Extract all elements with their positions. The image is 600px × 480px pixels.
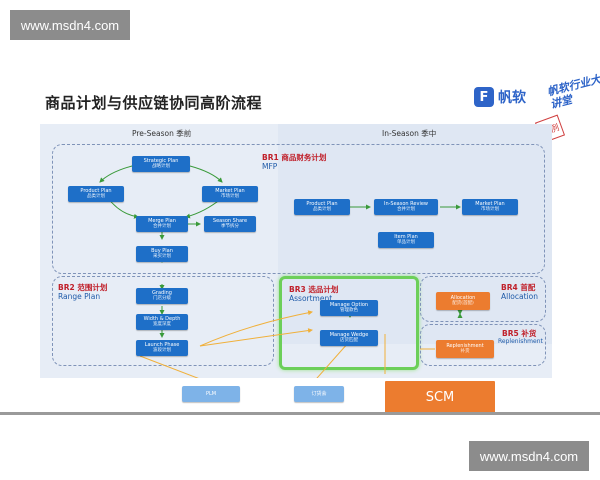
node-manage-option[interactable]: Manage Option 管理款色	[320, 300, 378, 316]
node-manage-wedge-zh: 店货匹配	[340, 338, 358, 343]
node-allocation[interactable]: Allocation 配货(首配)	[436, 292, 490, 310]
br4-title: BR4 首配	[501, 283, 536, 292]
watermark-bottom: www.msdn4.com	[469, 441, 589, 471]
node-market-plan-pre-zh: 市场计划	[221, 194, 239, 199]
node-merge-plan-en: Merge Plan	[148, 218, 176, 224]
node-merge-plan[interactable]: Merge Plan 合并计划	[136, 216, 188, 232]
node-item-plan-en: Item Plan	[394, 234, 418, 240]
node-plm[interactable]: PLM	[182, 386, 240, 402]
node-width-depth[interactable]: Width & Depth 宽度深度	[136, 314, 188, 330]
node-merge-plan-zh: 合并计划	[153, 224, 171, 229]
node-width-depth-zh: 宽度深度	[153, 322, 171, 327]
br3-subtitle: Assortment	[289, 294, 333, 303]
node-buy-plan-en: Buy Plan	[151, 248, 173, 254]
node-product-plan-in[interactable]: Product Plan 品类计划	[294, 199, 350, 215]
node-order-meeting[interactable]: 订货会	[294, 386, 344, 402]
in-season-label: In-Season 季中	[382, 129, 437, 138]
slide-title: 商品计划与供应链协同高阶流程	[45, 94, 263, 112]
logo-text: 帆软	[498, 90, 526, 106]
brand-logo: F 帆软	[474, 86, 540, 108]
node-buy-plan-zh: 采买计划	[153, 254, 171, 259]
node-launch-phase-en: Launch Phase	[144, 342, 180, 348]
node-launch-phase[interactable]: Launch Phase 波段计划	[136, 340, 188, 356]
node-strategic-plan-zh: 战略计划	[152, 164, 170, 169]
br2-title: BR2 范围计划	[58, 283, 108, 292]
node-season-share[interactable]: Season Share 季节拆分	[204, 216, 256, 232]
node-scm-label: SCM	[425, 389, 455, 405]
br1-subtitle: MFP	[262, 162, 278, 171]
node-allocation-en: Allocation	[450, 295, 476, 301]
br5-subtitle: Replenishment	[498, 338, 543, 345]
node-season-share-zh: 季节拆分	[221, 224, 239, 229]
node-strategic-plan-en: Strategic Plan	[143, 158, 179, 164]
node-replenishment-en: Replenishment	[446, 343, 484, 349]
node-product-plan-pre-zh: 品类计划	[87, 194, 105, 199]
node-market-plan-in-zh: 市场计划	[481, 207, 499, 212]
node-width-depth-en: Width & Depth	[143, 316, 181, 322]
node-replenishment-zh: 补货	[460, 349, 470, 354]
node-replenishment[interactable]: Replenishment 补货	[436, 340, 494, 358]
slide: 商品计划与供应链协同高阶流程 F 帆软 帆软行业大讲堂 示例 Pre-Seaso…	[0, 70, 600, 415]
br1-title: BR1 商品财务计划	[262, 153, 327, 162]
node-in-season-review[interactable]: In-Season Review 合并计划	[374, 199, 438, 215]
node-grading[interactable]: Grading 门店分级	[136, 288, 188, 304]
node-market-plan-pre-en: Market Plan	[215, 188, 245, 194]
node-manage-option-en: Manage Option	[329, 302, 369, 308]
node-scm[interactable]: SCM	[385, 381, 495, 413]
node-item-plan[interactable]: Item Plan 单品计划	[378, 232, 434, 248]
node-item-plan-zh: 单品计划	[397, 240, 415, 245]
node-order-meeting-label: 订货会	[311, 391, 327, 397]
node-season-share-en: Season Share	[212, 218, 248, 224]
node-manage-option-zh: 管理款色	[340, 308, 358, 313]
br3-region	[279, 276, 419, 370]
pre-season-label: Pre-Season 季前	[132, 129, 192, 138]
node-manage-wedge-en: Manage Wedge	[329, 332, 369, 338]
node-market-plan-pre[interactable]: Market Plan 市场计划	[202, 186, 258, 202]
br1-region	[52, 144, 545, 274]
node-product-plan-pre-en: Product Plan	[80, 188, 112, 194]
node-strategic-plan[interactable]: Strategic Plan 战略计划	[132, 156, 190, 172]
node-market-plan-in-en: Market Plan	[475, 201, 505, 207]
br2-subtitle: Range Plan	[58, 292, 101, 301]
node-buy-plan[interactable]: Buy Plan 采买计划	[136, 246, 188, 262]
slide-bottom-border	[0, 412, 600, 415]
watermark-top: www.msdn4.com	[10, 10, 130, 40]
process-diagram: Pre-Season 季前 In-Season 季中 BR1 商品财务计划 MF…	[40, 124, 552, 402]
node-grading-zh: 门店分级	[153, 296, 171, 301]
br4-region	[420, 276, 546, 322]
node-product-plan-pre[interactable]: Product Plan 品类计划	[68, 186, 124, 202]
br4-subtitle: Allocation	[501, 292, 538, 301]
node-launch-phase-zh: 波段计划	[153, 348, 171, 353]
node-product-plan-in-en: Product Plan	[306, 201, 338, 207]
node-grading-en: Grading	[152, 290, 172, 296]
node-manage-wedge[interactable]: Manage Wedge 店货匹配	[320, 330, 378, 346]
br5-region	[420, 324, 546, 366]
node-market-plan-in[interactable]: Market Plan 市场计划	[462, 199, 518, 215]
node-plm-label: PLM	[205, 391, 217, 397]
flow-arrows	[99, 165, 463, 378]
node-in-season-review-zh: 合并计划	[397, 207, 415, 212]
green-connectors	[99, 165, 463, 338]
node-allocation-zh: 配货(首配)	[452, 301, 474, 306]
node-in-season-review-en: In-Season Review	[383, 201, 429, 207]
br5-title: BR5 补货	[502, 329, 537, 338]
logo-icon: F	[474, 87, 494, 107]
br3-title: BR3 选品计划	[289, 285, 339, 294]
node-product-plan-in-zh: 品类计划	[313, 207, 331, 212]
